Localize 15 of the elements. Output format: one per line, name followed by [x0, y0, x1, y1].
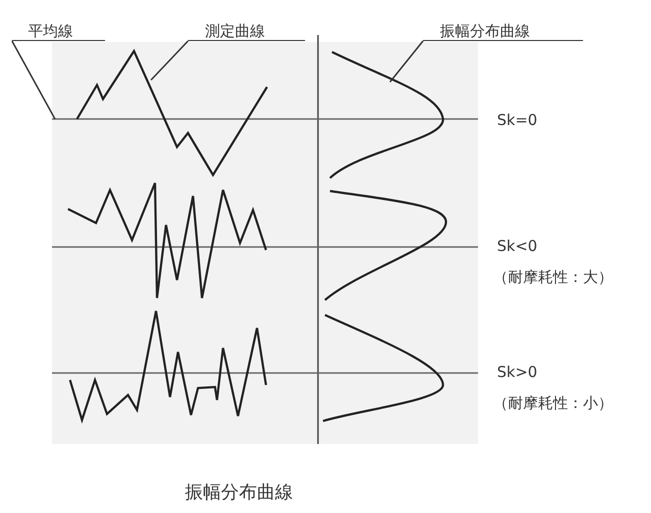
callout-text: 振幅分布曲線: [423, 22, 583, 41]
distribution-curve: [329, 51, 444, 179]
mean-line: [52, 118, 478, 120]
measured-curve: [76, 48, 268, 178]
caption: 振幅分布曲線: [185, 482, 293, 504]
callout-text: 測定曲線: [188, 22, 305, 41]
callout-text: 平均線: [12, 22, 105, 41]
skewness-label: Sk<0: [497, 237, 538, 255]
note-text: （耐摩耗性：小）: [493, 394, 613, 412]
leader-line: [150, 40, 189, 81]
skewness-label: Sk>0: [497, 363, 538, 381]
leader-line: [389, 40, 424, 82]
note-text: （耐摩耗性：大）: [493, 268, 613, 286]
leader-line: [11, 40, 56, 120]
skewness-label: Sk=0: [497, 111, 538, 129]
